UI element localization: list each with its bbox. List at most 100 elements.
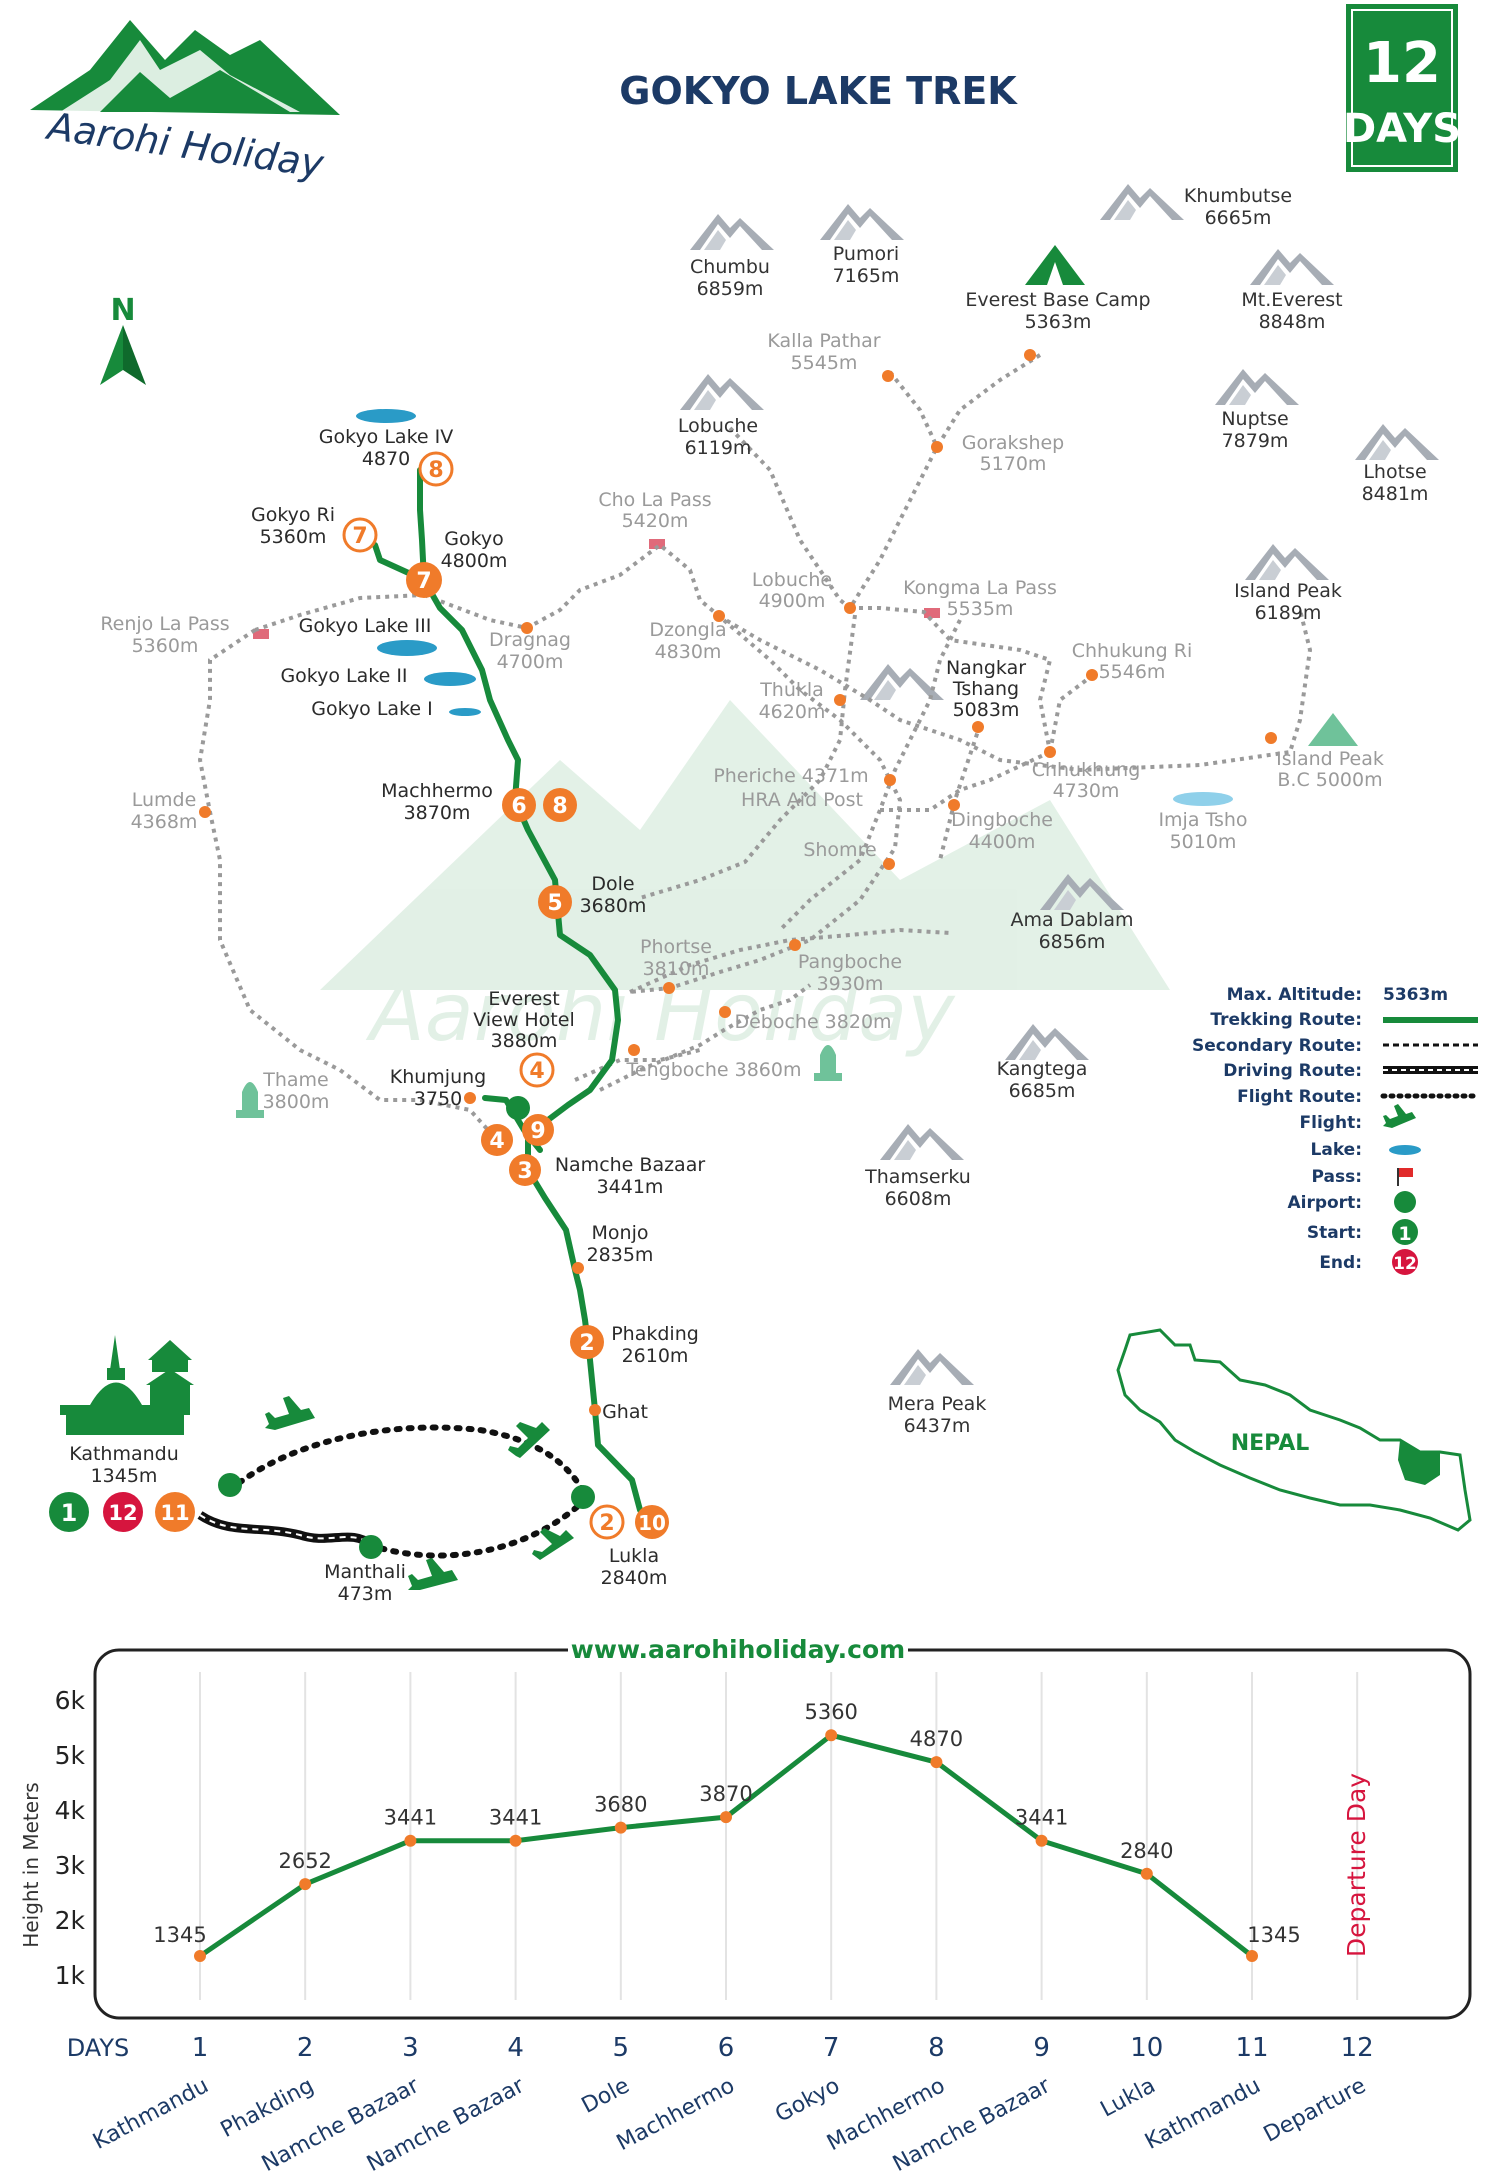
data-label: 1345: [1247, 1923, 1300, 1947]
label-manthali-alt: 473m: [338, 1583, 393, 1605]
data-label: 3441: [384, 1806, 437, 1830]
data-label: 4870: [910, 1727, 963, 1751]
day-marker: 7: [352, 524, 367, 549]
trek-labels: Gokyo Lake IV 4870 Gokyo Ri 5360m Gokyo …: [69, 426, 705, 1605]
label-tengboche: Tengboche 3860m: [626, 1059, 802, 1081]
label-pheriche-alt: HRA Aid Post: [741, 789, 863, 811]
website: www.aarohiholiday.com: [571, 1635, 905, 1664]
data-label: 2652: [278, 1849, 331, 1873]
label-chhukhung-alt: 4730m: [1053, 780, 1120, 802]
data-point: [825, 1729, 838, 1742]
logo: Aarohi Holiday: [30, 20, 340, 186]
label-kangtega: Kangtega: [997, 1058, 1088, 1080]
label-pheriche: Pheriche 4371m: [713, 765, 868, 787]
driving-route: [197, 1511, 375, 1549]
airport-icon: [506, 1096, 530, 1120]
label-gokyo-lake-iv: Gokyo Lake IV: [319, 426, 453, 448]
y-tick-label: 1k: [55, 1961, 86, 1990]
label-dragnag: Dragnag: [489, 629, 571, 651]
label-manthali: Manthali: [324, 1561, 406, 1583]
start-marker: 1: [61, 1499, 78, 1527]
day-marker: 11: [160, 1501, 189, 1525]
label-nangkar-2: Tshang: [952, 678, 1019, 700]
label-dole-alt: 3680m: [580, 895, 647, 917]
label-dingboche: Dingboche: [951, 809, 1053, 831]
label-thamserku-alt: 6608m: [885, 1188, 952, 1210]
legend-end-marker: 12: [1393, 1254, 1417, 1274]
category-label: Kathmandu: [1141, 2073, 1265, 2155]
data-label: 2840: [1120, 1839, 1173, 1863]
x-tick-label: 1: [192, 2033, 209, 2063]
category-label: Lukla: [1097, 2073, 1160, 2122]
label-lhotse: Lhotse: [1363, 461, 1426, 483]
legend-flight: Flight:: [1300, 1113, 1362, 1133]
label-ebc-alt: 5363m: [1025, 311, 1092, 333]
x-tick-label: 8: [928, 2033, 945, 2063]
label-imja-alt: 5010m: [1170, 831, 1237, 853]
data-point: [1035, 1834, 1048, 1847]
x-tick-label: 12: [1341, 2033, 1374, 2063]
day-marker: 5: [547, 891, 562, 916]
legend-trekking: Trekking Route:: [1210, 1010, 1362, 1030]
label-ebc: Everest Base Camp: [965, 289, 1150, 311]
label-gokyo-alt: 4800m: [441, 550, 508, 572]
x-tick-label: 6: [718, 2033, 735, 2063]
legend-airport: Airport:: [1287, 1193, 1362, 1213]
label-everest-view-alt: 3880m: [491, 1030, 558, 1052]
data-point: [194, 1950, 206, 1963]
label-nuptse: Nuptse: [1221, 408, 1288, 430]
day-marker: 8: [552, 794, 567, 819]
data-point: [404, 1834, 417, 1847]
label-khumjung-alt: 3750: [414, 1088, 462, 1110]
label-lhotse-alt: 8481m: [1362, 483, 1429, 505]
label-machhermo: Machhermo: [381, 780, 493, 802]
label-cho-la-alt: 5420m: [622, 510, 689, 532]
label-pangboche-alt: 3930m: [817, 973, 884, 995]
label-phortse: Phortse: [640, 936, 712, 958]
day-marker: 9: [530, 1119, 545, 1144]
legend-driving: Driving Route:: [1223, 1061, 1362, 1081]
camp-icons: [1025, 245, 1358, 746]
label-kangtega-alt: 6685m: [1009, 1080, 1076, 1102]
category-label: Machhermo: [613, 2073, 739, 2156]
data-label: 5360: [804, 1700, 857, 1724]
label-lumde-alt: 4368m: [131, 811, 198, 833]
label-chhukhung: Chhukhung: [1032, 759, 1141, 781]
label-island-peak-alt: 6189m: [1255, 602, 1322, 624]
label-pumori-alt: 7165m: [833, 265, 900, 287]
label-gokyo-ri-alt: 5360m: [260, 526, 327, 548]
gray-labels: Kalla Pathar 5545m Gorakshep 5170m Cho L…: [100, 330, 1247, 1113]
label-dragnag-alt: 4700m: [497, 651, 564, 673]
label-ghat: Ghat: [602, 1401, 648, 1423]
label-cho-la: Cho La Pass: [598, 489, 711, 511]
label-lobuche-alt: 4900m: [759, 590, 826, 612]
data-point: [1140, 1867, 1153, 1880]
label-namche-alt: 3441m: [597, 1176, 664, 1198]
x-tick-label: 7: [823, 2033, 840, 2063]
day-markers: 8 7 7 6 8 5 4 9 4 3 2 2 10 1 12 11: [49, 451, 669, 1540]
legend-lake: Lake:: [1311, 1140, 1362, 1160]
label-renjo-alt: 5360m: [132, 635, 199, 657]
y-tick-label: 3k: [55, 1851, 86, 1880]
x-tick-label: 4: [507, 2033, 524, 2063]
label-lobuche-peak-alt: 6119m: [685, 437, 752, 459]
label-chhukung-ri-alt: 5546m: [1099, 661, 1166, 683]
label-island-peak: Island Peak: [1234, 580, 1342, 602]
label-lumde: Lumde: [132, 789, 197, 811]
label-lobuche-peak: Lobuche: [678, 415, 758, 437]
label-kalla-pathar-alt: 5545m: [791, 352, 858, 374]
day-marker: 7: [416, 569, 431, 594]
y-tick-label: 5k: [55, 1741, 86, 1770]
label-nuptse-alt: 7879m: [1222, 430, 1289, 452]
nepal-outline: NEPAL: [1116, 1328, 1472, 1532]
label-deboche: Deboche 3820m: [734, 1011, 891, 1033]
legend-end: End:: [1319, 1253, 1362, 1273]
data-point: [299, 1878, 312, 1891]
label-dole: Dole: [591, 873, 634, 895]
data-point: [720, 1811, 732, 1824]
label-everest-alt: 8848m: [1259, 311, 1326, 333]
north-arrow: N: [100, 293, 146, 385]
data-point: [509, 1834, 522, 1847]
